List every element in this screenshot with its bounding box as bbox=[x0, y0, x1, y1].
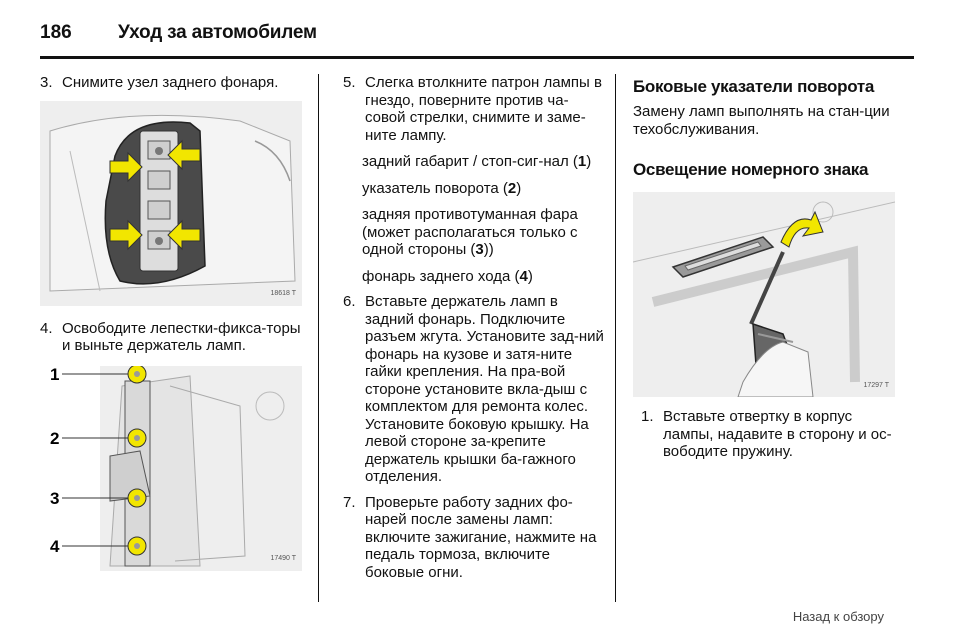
step-text: Снимите узел заднего фонаря. bbox=[62, 74, 279, 91]
step-number: 3. bbox=[40, 74, 53, 91]
heading-side-indicators: Боковые указатели поворота bbox=[633, 77, 875, 96]
step-text: Проверьте работу задних фо-нарей после з… bbox=[365, 493, 597, 581]
lamp-item-4: фонарь заднего хода (4) bbox=[362, 267, 533, 285]
header-rule bbox=[40, 56, 914, 59]
plate-light-illustration bbox=[633, 192, 895, 397]
step-6: 6. Вставьте держатель ламп в задний фона… bbox=[343, 293, 605, 486]
column-left: 3. Снимите узел заднего фонаря. 18618 T … bbox=[40, 74, 308, 571]
lamp-num: 1 bbox=[577, 153, 587, 170]
column-right: Боковые указатели поворота Замену ламп в… bbox=[633, 74, 895, 461]
lamp-item-3: задняя противотуманная фара (может распо… bbox=[362, 206, 578, 258]
lamp-num: 4 bbox=[519, 267, 528, 285]
column-divider-1 bbox=[318, 74, 319, 602]
callout-3: 3 bbox=[50, 489, 59, 508]
step-4: 4. Освободите лепестки-фикса-торы и вынь… bbox=[40, 320, 308, 355]
step-text: Вставьте держатель ламп в задний фонарь.… bbox=[365, 293, 604, 485]
lamp-holder-illustration: 1 2 3 4 bbox=[50, 365, 302, 571]
heading-license-plate-light: Освещение номерного знака bbox=[633, 160, 869, 179]
figure-code: 18618 T bbox=[270, 290, 296, 297]
step-number: 7. bbox=[343, 493, 356, 511]
page-title: Уход за автомобилем bbox=[118, 22, 317, 43]
page-header: 186 Уход за автомобилем bbox=[40, 18, 914, 48]
step-text: Вставьте отвертку в корпус лампы, надави… bbox=[663, 408, 892, 460]
lamp-item-2: указатель поворота (2) bbox=[362, 179, 522, 197]
step-1: 1. Вставьте отвертку в корпус лампы, над… bbox=[641, 408, 895, 461]
step-number: 5. bbox=[343, 74, 356, 91]
paragraph-service-station: Замену ламп выполнять на стан-ции техобс… bbox=[633, 103, 890, 138]
taillight-illustration bbox=[40, 100, 302, 306]
lamp-num: 2 bbox=[507, 179, 517, 197]
figure-plate-light: 17297 T bbox=[633, 192, 895, 397]
page-number: 186 bbox=[40, 22, 72, 43]
callout-2: 2 bbox=[50, 429, 59, 448]
figure-taillight-removal: 18618 T bbox=[40, 100, 302, 306]
lamp-item-1: задний габарит / стоп-сиг-нал (1) bbox=[362, 153, 592, 170]
step-text: Освободите лепестки-фикса-торы и выньте … bbox=[62, 319, 301, 355]
figure-lamp-holder: 1 2 3 4 17490 T bbox=[40, 365, 302, 571]
column-divider-2 bbox=[615, 74, 616, 602]
column-middle: 5. Слегка втолкните патрон лампы в гнезд… bbox=[343, 74, 605, 581]
step-number: 6. bbox=[343, 293, 356, 310]
step-number: 4. bbox=[40, 319, 53, 337]
step-5: 5. Слегка втолкните патрон лампы в гнезд… bbox=[343, 74, 605, 144]
step-text: Слегка втолкните патрон лампы в гнездо, … bbox=[365, 74, 602, 144]
step-number: 1. bbox=[641, 408, 654, 425]
back-to-overview-link[interactable]: Назад к обзору bbox=[792, 609, 884, 624]
figure-code: 17490 T bbox=[270, 555, 296, 562]
step-7: 7. Проверьте работу задних фо-нарей посл… bbox=[343, 494, 605, 582]
figure-code: 17297 T bbox=[863, 381, 889, 389]
callout-4: 4 bbox=[50, 537, 60, 556]
step-3: 3. Снимите узел заднего фонаря. bbox=[40, 74, 308, 92]
lamp-num: 3 bbox=[475, 241, 484, 258]
callout-1: 1 bbox=[50, 366, 59, 384]
